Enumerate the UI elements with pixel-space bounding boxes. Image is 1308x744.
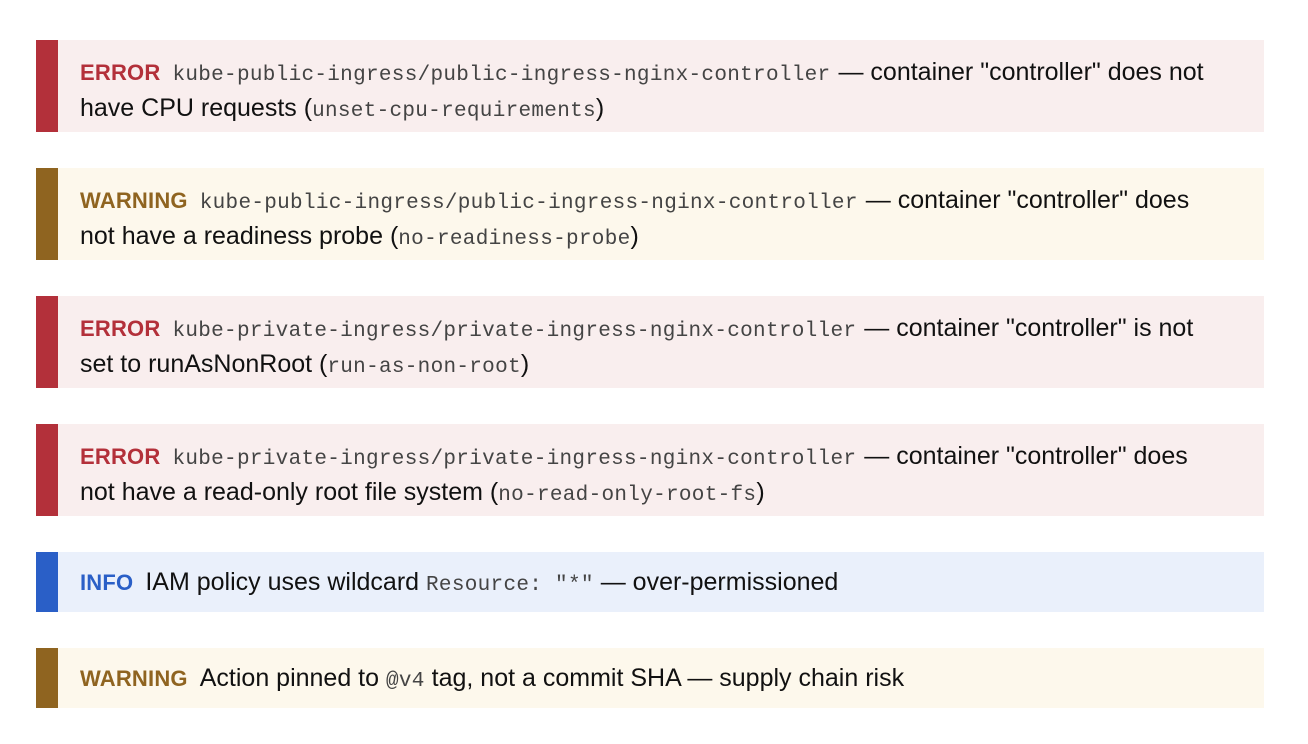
rule-id: unset-cpu-requirements — [312, 100, 596, 123]
inline-code: Resource: "*" — [426, 574, 594, 597]
severity-badge-error: ERROR — [80, 316, 161, 341]
finding-item: INFO IAM policy uses wildcard Resource: "… — [36, 552, 1264, 612]
finding-message: — container "controller" does not have C… — [80, 58, 1204, 122]
inline-code: @v4 — [385, 670, 425, 693]
resource-name: kube-private-ingress/private-ingress-ngi… — [172, 448, 857, 471]
severity-badge-info: INFO — [80, 570, 134, 595]
finding-item: ERROR kube-private-ingress/private-ingres… — [36, 296, 1264, 388]
severity-badge-error: ERROR — [80, 444, 161, 469]
finding-item: ERROR kube-public-ingress/public-ingress-… — [36, 40, 1264, 132]
finding-message: — container "controller" does not have a… — [80, 442, 1188, 506]
severity-badge-error: ERROR — [80, 60, 161, 85]
finding-message: Action pinned to — [199, 664, 380, 692]
finding-message: IAM policy uses wildcard — [145, 568, 420, 596]
severity-badge-warning: WARNING — [80, 666, 188, 691]
severity-badge-warning: WARNING — [80, 188, 188, 213]
resource-name: kube-private-ingress/private-ingress-ngi… — [172, 320, 857, 343]
finding-item: WARNING kube-public-ingress/public-ingres… — [36, 168, 1264, 260]
resource-name: kube-public-ingress/public-ingress-nginx… — [172, 64, 831, 87]
resource-name: kube-public-ingress/public-ingress-nginx… — [199, 192, 858, 215]
finding-item: WARNING Action pinned to @v4 tag, not a c… — [36, 648, 1264, 708]
finding-message: — container "controller" does not have a… — [80, 186, 1190, 250]
rule-id: no-read-only-root-fs — [498, 484, 757, 507]
rule-id: no-readiness-probe — [398, 228, 631, 251]
finding-message-tail: tag, not a commit SHA — supply chain ris… — [431, 664, 905, 692]
findings-list: ERROR kube-public-ingress/public-ingress-… — [36, 40, 1264, 744]
finding-message: — container "controller" is not set to r… — [80, 314, 1194, 378]
finding-message-tail: — over-permissioned — [600, 568, 839, 596]
finding-item: ERROR kube-private-ingress/private-ingres… — [36, 424, 1264, 516]
rule-id: run-as-non-root — [327, 356, 521, 379]
